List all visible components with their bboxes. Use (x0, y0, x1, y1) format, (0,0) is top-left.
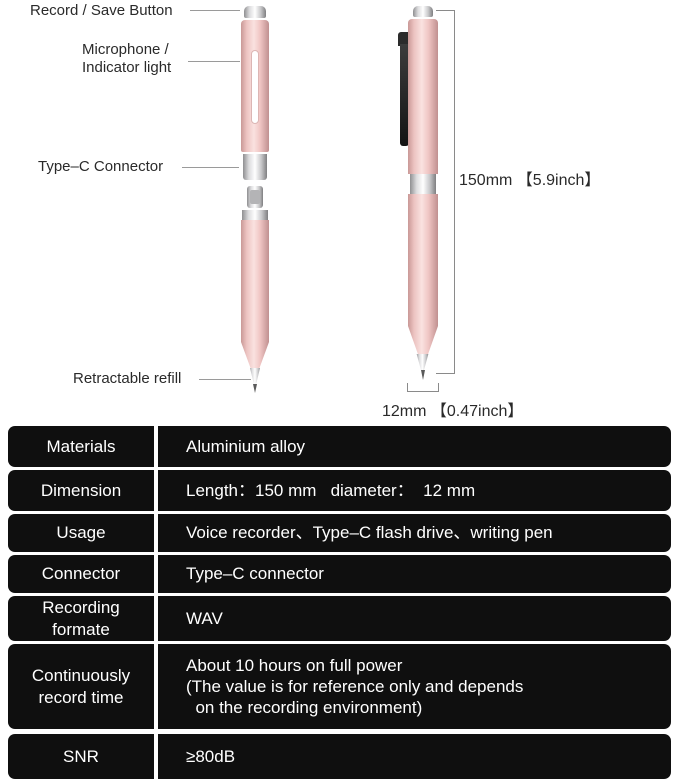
product-figure: Record / Save Button Microphone / Indica… (30, 2, 601, 420)
type-c-plug-inner (250, 190, 260, 204)
indicator-window (251, 50, 259, 124)
leader-line-microphone (188, 61, 240, 62)
spec-label: Usage (8, 514, 158, 552)
annotation-type-c-connector: Type–C Connector (38, 158, 164, 175)
spec-value: Aluminium alloy (186, 436, 306, 456)
spec-label: Materials (8, 426, 158, 467)
spec-value: Length：150 mm diameter： 12 mm (186, 480, 476, 500)
spec-row-connector: Connector Type–C connector (8, 555, 671, 593)
spec-label: Recording formate (8, 596, 158, 641)
center-chrome-band (410, 174, 436, 194)
pen-barrel (408, 194, 438, 326)
barrel-taper (241, 342, 269, 368)
pen-assembled (398, 6, 438, 406)
leader-line-record-button (190, 10, 240, 11)
spec-row-snr: SNR ≥80dB (8, 734, 671, 779)
spec-row-recording-format: Recording formate WAV (8, 596, 671, 641)
dimension-tick-bottom (436, 373, 454, 374)
dimension-tick-right (438, 383, 439, 392)
spec-row-usage: Usage Voice recorder、Type–C flash drive、… (8, 514, 671, 552)
spec-table: Materials Aluminium alloy Dimension Leng… (8, 426, 671, 779)
spec-value: About 10 hours on full power (The value … (186, 655, 524, 718)
pen-cap (408, 19, 438, 174)
tip-cone (249, 368, 261, 384)
pen-barrel (241, 220, 269, 342)
record-save-button (413, 6, 433, 17)
spec-value: WAV (186, 608, 223, 628)
spec-value: Voice recorder、Type–C flash drive、writin… (186, 523, 553, 543)
spec-label: Dimension (8, 470, 158, 511)
annotation-record-save-button: Record / Save Button (30, 2, 173, 19)
dimension-tick-top (436, 10, 454, 11)
dimension-tick-left (407, 383, 408, 392)
leader-line-refill (199, 379, 251, 380)
spec-value: Type–C connector (186, 564, 324, 584)
cap-chrome-band (243, 154, 267, 180)
dimension-line-diameter (407, 391, 439, 392)
spec-row-record-time: Continuously record time About 10 hours … (8, 644, 671, 729)
barrel-collar (242, 210, 268, 220)
dimension-label-length: 150mm 【5.9inch】 (459, 172, 601, 189)
spec-label: Continuously record time (8, 644, 158, 729)
barrel-taper (408, 326, 438, 354)
annotation-retractable-refill: Retractable refill (73, 370, 182, 387)
spec-value: ≥80dB (186, 746, 236, 766)
spec-label: SNR (8, 734, 158, 779)
refill-tip (421, 370, 425, 380)
dimension-label-diameter: 12mm 【0.47inch】 (382, 403, 524, 420)
tip-cone (416, 354, 429, 370)
pen-clip (400, 44, 409, 146)
spec-row-materials: Materials Aluminium alloy (8, 426, 671, 467)
pen-clip-mount (398, 32, 411, 46)
record-save-button (244, 6, 266, 18)
dimension-line-length (454, 10, 455, 374)
spec-row-dimension: Dimension Length：150 mm diameter： 12 mm (8, 470, 671, 511)
annotation-microphone-indicator: Microphone / Indicator light (82, 41, 172, 77)
spec-label: Connector (8, 555, 158, 593)
pen-disassembled (241, 6, 269, 406)
leader-line-type-c (182, 167, 239, 168)
refill-tip (253, 384, 257, 393)
